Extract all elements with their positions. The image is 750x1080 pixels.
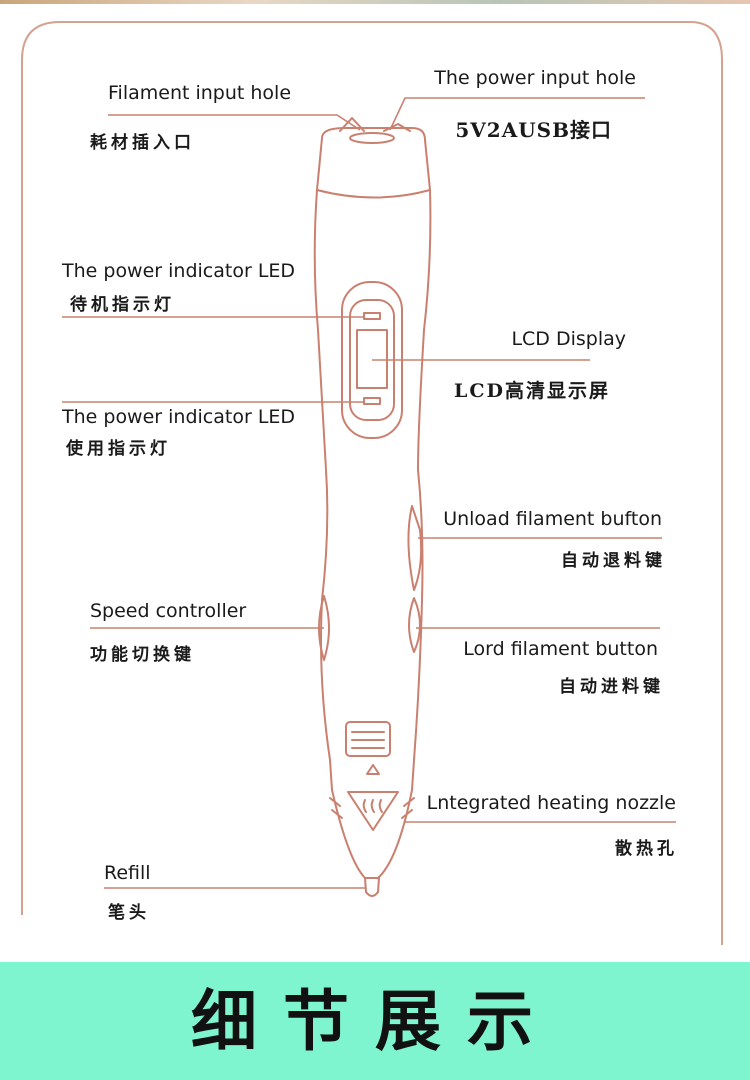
top-decorative-strip	[0, 0, 750, 4]
standby-led	[363, 312, 381, 320]
standby-led-cn-label: 待机指示灯	[70, 295, 175, 315]
nozzle-right-ridges	[401, 797, 415, 819]
unload-button	[407, 505, 423, 591]
refill-cn-label: 笔头	[108, 903, 150, 923]
pen-body	[313, 189, 432, 879]
nozzle-tip	[364, 877, 380, 897]
heat-warning-triangle	[347, 791, 399, 831]
heat-waves	[362, 799, 383, 813]
use-led-label: The power indicator LED	[62, 406, 296, 428]
filament-input-label: Filament input hole	[108, 82, 292, 104]
standby-led-label: The power indicator LED	[62, 260, 296, 282]
load-button-cn-label: 自动进料键	[559, 677, 664, 697]
speed-button	[318, 595, 330, 661]
load-button	[408, 597, 421, 653]
pen-diagram	[21, 21, 723, 945]
speed-controller-cn-label: 功能切换键	[90, 645, 195, 665]
use-led-cn-label: 使用指示灯	[66, 439, 171, 459]
use-led	[363, 397, 381, 405]
frame-outline	[21, 21, 723, 945]
leader-power	[389, 97, 645, 131]
speed-controller-label: Speed controller	[90, 600, 247, 622]
vent-grille	[345, 721, 391, 757]
filament-input-cn-label: 耗材插入口	[90, 133, 195, 153]
load-button-label: Lord filament button	[463, 638, 658, 660]
lcd-display-cn-label: LCD高清显示屏	[454, 380, 610, 402]
cap-ridge	[339, 117, 365, 132]
cap-ridge-2	[383, 123, 411, 132]
banner-title: 细节展示	[191, 982, 559, 1060]
power-input-label: The power input hole	[434, 67, 636, 89]
vent-slots	[351, 731, 385, 749]
lcd-screen	[356, 329, 388, 389]
nozzle-left-ridges	[329, 797, 343, 819]
detail-banner: 细节展示	[0, 962, 750, 1080]
filament-hole	[349, 132, 395, 144]
leader-filament	[108, 114, 361, 131]
pen-cap	[316, 127, 431, 199]
refill-label: Refill	[104, 862, 151, 884]
indicator-triangle	[366, 764, 380, 775]
heating-nozzle-label: Lntegrated heating nozzle	[426, 792, 676, 814]
unload-button-cn-label: 自动退料键	[561, 551, 666, 571]
power-input-cn-label: 5V2AUSB接口	[455, 118, 612, 142]
lcd-display-label: LCD Display	[511, 328, 626, 350]
unload-button-label: Unload filament bufton	[443, 508, 662, 530]
heating-nozzle-cn-label: 散热孔	[615, 839, 678, 859]
